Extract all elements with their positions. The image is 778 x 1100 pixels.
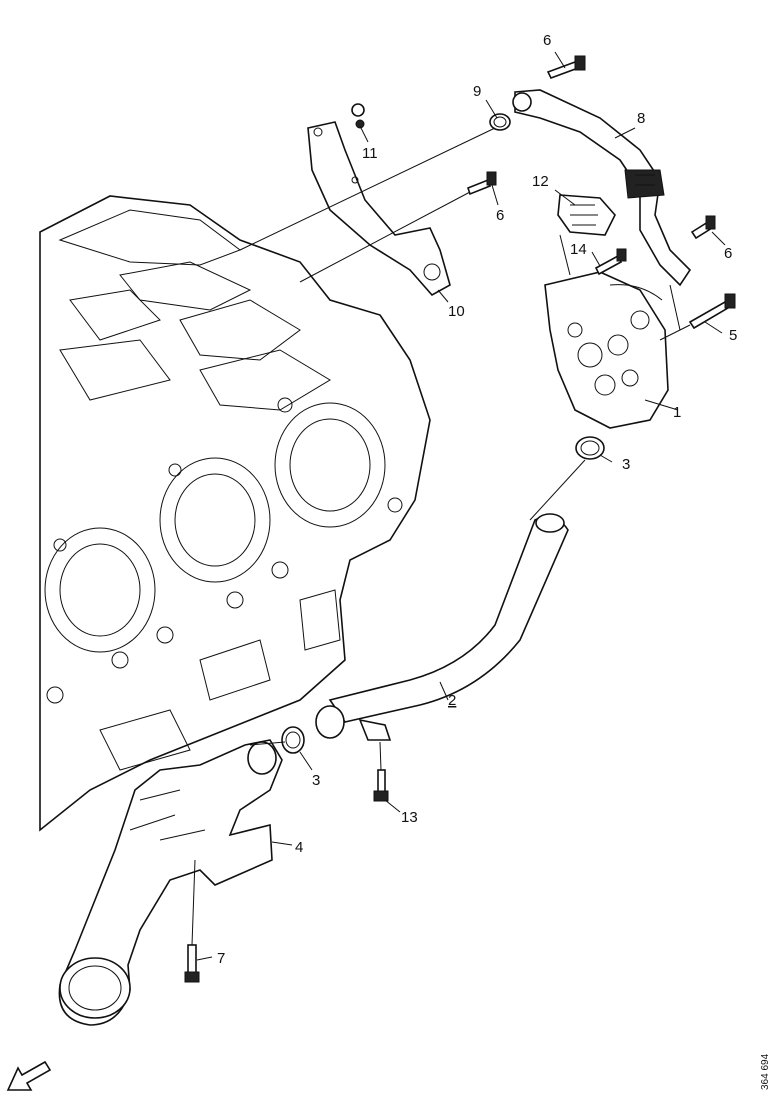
callout-14: 14 (570, 241, 587, 258)
callout-2: 2 (448, 692, 456, 709)
seal-rings (281, 113, 605, 754)
callout-11: 11 (362, 145, 378, 162)
callout-3-bottom: 3 (312, 772, 320, 789)
callout-6-top: 6 (543, 32, 551, 49)
callout-6-middle: 6 (496, 207, 504, 224)
callout-9: 9 (473, 83, 481, 100)
callout-12: 12 (532, 173, 549, 190)
arrow-icon (6, 1060, 52, 1091)
callout-5: 5 (729, 327, 737, 344)
bolts (184, 55, 736, 983)
reference-code: 364 694 (760, 1053, 771, 1090)
callout-1: 1 (673, 404, 681, 421)
callout-4: 4 (295, 839, 303, 856)
callout-6-right: 6 (724, 245, 732, 262)
callout-labels: 1 2 3 3 4 5 6 6 6 7 8 9 10 11 12 13 14 (217, 32, 737, 967)
callout-8: 8 (637, 110, 645, 127)
suction-housing-part (58, 739, 283, 1026)
tube-part (315, 513, 569, 741)
pump-part (544, 271, 669, 429)
leader-lines (191, 51, 726, 961)
callout-3-top: 3 (622, 456, 630, 473)
engine-block (39, 195, 431, 832)
callout-10: 10 (448, 303, 465, 320)
union-fitting-part (557, 194, 616, 236)
callout-13: 13 (401, 809, 418, 826)
pipe-part (512, 89, 692, 287)
bracket-part (307, 121, 451, 297)
callout-7: 7 (217, 950, 225, 967)
